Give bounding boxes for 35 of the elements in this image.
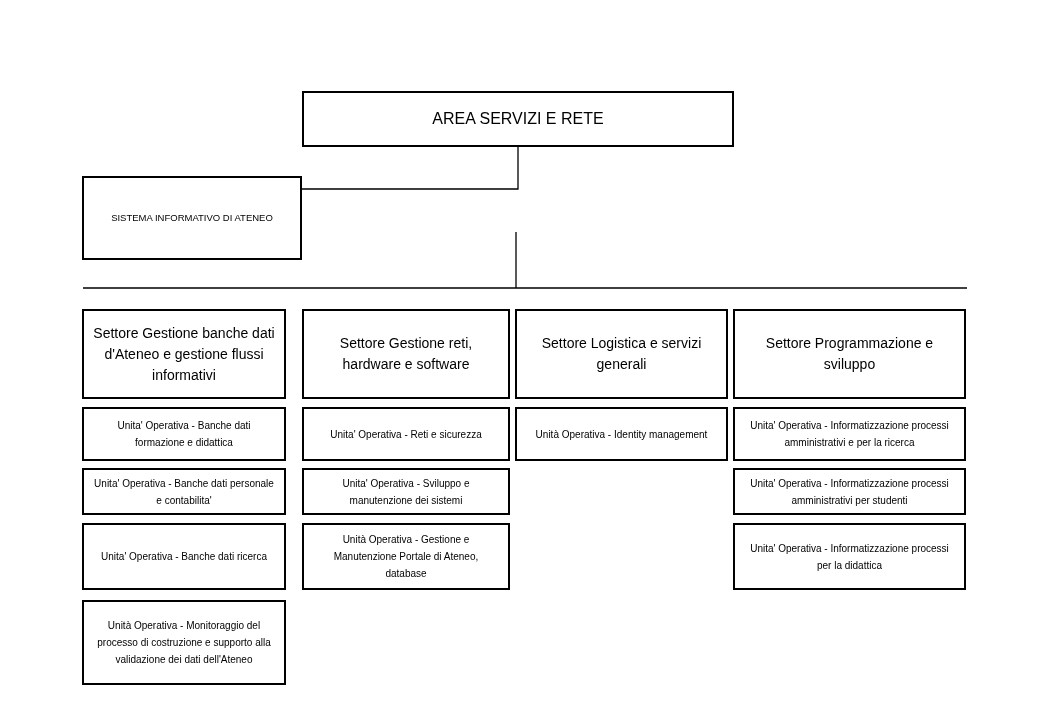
box-label: Settore Gestione banche dati d'Ateneo e gestione flussi informativi (92, 323, 276, 385)
unit-box (733, 523, 966, 590)
unit-box (733, 468, 966, 515)
box-label: Unita' Operativa - Banche dati formazione e didattica (116, 419, 252, 450)
unit-box (515, 407, 728, 461)
box-label: Unita' Operativa - Informatizzazione processi amministrativi e per la ricerca (749, 419, 950, 450)
unit-box (82, 600, 286, 685)
box-label: Unità Operativa - Identity management (535, 427, 708, 442)
box-label: Unita' Operativa - Informatizzazione processi per la didattica (749, 541, 950, 573)
area-box (302, 91, 734, 147)
sector-box (82, 309, 286, 399)
box-label: Unità Operativa - Monitoraggio del processo di costruzione e supporto alla validazione dei dati dell'Ateneo (96, 619, 272, 667)
connector-line (301, 146, 519, 190)
unit-box (302, 468, 510, 515)
box-label: Settore Logistica e servizi generali (540, 334, 703, 374)
box-label: Settore Programmazione e sviluppo (764, 334, 935, 374)
box-label: SISTEMA INFORMATIVO DI ATENEO (111, 210, 273, 225)
unit-box (733, 407, 966, 461)
unit-box (82, 407, 286, 461)
sector-box (302, 309, 510, 399)
box-label: Unita' Operativa - Banche dati personale e contabilita' (93, 476, 275, 508)
box-label: Unita' Operativa - Banche dati ricerca (101, 550, 267, 564)
box-label: AREA SERVIZI E RETE (432, 109, 604, 129)
unit-box (302, 523, 510, 590)
office-box (82, 176, 302, 260)
box-label: Unità Operativa - Gestione e Manutenzione Portale di Ateneo, database (332, 533, 480, 581)
box-label: Unita' Operativa - Informatizzazione processi amministrativi per studenti (749, 476, 950, 508)
unit-box (302, 407, 510, 461)
sector-box (515, 309, 728, 399)
box-label: Settore Gestione reti, hardware e software (338, 334, 474, 374)
box-label: Unita' Operativa - Sviluppo e manutenzione dei sistemi (341, 476, 471, 508)
unit-box (82, 523, 286, 590)
sector-box (733, 309, 966, 399)
unit-box (82, 468, 286, 515)
box-label: Unita' Operativa - Reti e sicurezza (330, 427, 482, 442)
